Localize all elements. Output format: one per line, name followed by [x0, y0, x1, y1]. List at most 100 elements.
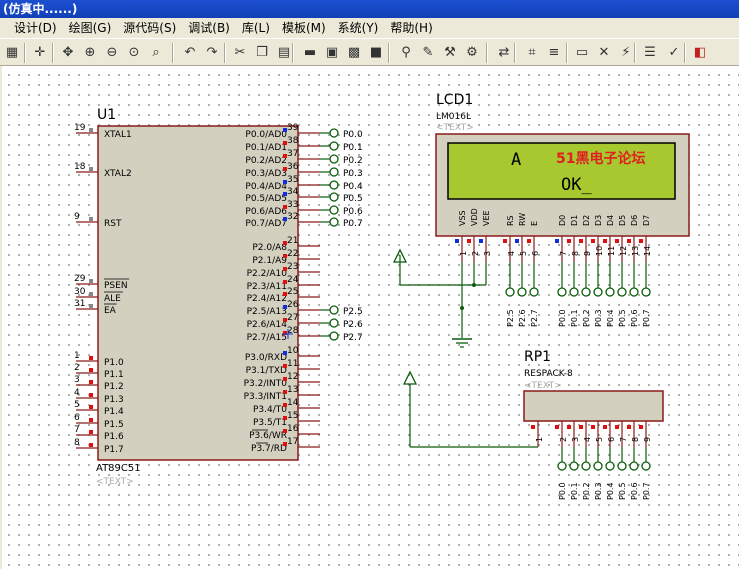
copy-icon[interactable]: ❐	[256, 45, 268, 60]
undo-icon[interactable]: ↶	[184, 45, 196, 60]
u1-pin-num: 13	[287, 385, 298, 395]
menu-item-2[interactable]: 源代码(S)	[123, 21, 177, 35]
u1-pin-state	[283, 128, 287, 132]
u1-pin-name: P3.5/T1	[253, 418, 287, 428]
lcd-pin-state	[627, 239, 631, 243]
zoom-all-icon[interactable]: ⊙	[128, 45, 140, 60]
cut-icon[interactable]: ✂	[234, 45, 246, 60]
u1-pin-state	[283, 280, 287, 284]
rp1-pin-state	[615, 425, 619, 429]
terminal-P2.6	[329, 318, 339, 328]
terminal-P2.5	[505, 287, 515, 297]
menu-bar: 设计(D) 绘图(G) 源代码(S) 调试(B) 库(L) 模板(M) 系统(Y) 帮助(H)	[0, 18, 739, 38]
menu-item-5[interactable]: 模板(M)	[281, 21, 326, 35]
make-device-icon[interactable]: ✎	[422, 45, 434, 60]
lcd-pin-state	[503, 239, 507, 243]
zoom-in-icon[interactable]: ⊕	[84, 45, 96, 60]
grid-icon[interactable]: ▦	[5, 45, 19, 60]
menu-item-1[interactable]: 绘图(G)	[68, 21, 112, 35]
pick-device-icon[interactable]: ⚲	[401, 45, 411, 60]
lcd-pin-state	[527, 239, 531, 243]
u1-pin-state	[283, 180, 287, 184]
property-tool-icon[interactable]: ≡	[548, 45, 560, 60]
remove-sheet-icon[interactable]: ✕	[598, 45, 610, 60]
u1-pin-num: 27	[287, 313, 298, 323]
u1-pin-num: 23	[287, 262, 298, 272]
terminal-P2.7	[529, 287, 539, 297]
lcd-pin-num: 11	[607, 246, 616, 256]
wire-autorouter-icon[interactable]: ⇄	[498, 45, 510, 60]
menu-item-3[interactable]: 调试(B)	[188, 21, 230, 35]
lcd-pin-num: 13	[631, 246, 640, 256]
redo-icon[interactable]: ↷	[206, 45, 218, 60]
u1-pin-num: 37	[287, 149, 298, 159]
lcd-pin-state	[455, 239, 459, 243]
paste-icon[interactable]: ▤	[277, 45, 291, 60]
schematic-drawing: U1AT89C51<TEXT>19XTAL118XTAL29RST29PSEN3…	[74, 92, 690, 500]
menu-item-4[interactable]: 库(L)	[241, 21, 270, 35]
u1-pin-name: PSEN	[104, 281, 128, 291]
search-tag-icon[interactable]: ⌗	[528, 45, 536, 60]
terminal-label: P0.0	[558, 482, 567, 500]
lcd-pin-num: 9	[583, 251, 592, 256]
u1-pin-num: 26	[287, 300, 299, 310]
lcd-text: <TEXT>	[436, 123, 474, 133]
block-copy-icon[interactable]: ▬	[303, 45, 317, 60]
terminal-label: P0.5	[618, 309, 627, 327]
block-rotate-icon[interactable]: ▩	[347, 45, 361, 60]
block-move-icon[interactable]: ▣	[325, 45, 339, 60]
u1-pin-state	[89, 405, 93, 409]
package-tool-icon[interactable]: ⚒	[444, 45, 456, 60]
lcd-pin-name: RW	[518, 213, 527, 226]
u1-pin-num: 3	[74, 375, 80, 385]
menu-item-0[interactable]: 设计(D)	[14, 21, 57, 35]
pan-icon[interactable]: ✥	[62, 45, 74, 60]
new-sheet-icon[interactable]: ▭	[575, 45, 589, 60]
zoom-area-icon[interactable]: ⌕	[152, 45, 160, 60]
u1-pin-state	[283, 442, 287, 446]
terminal-P0.5	[617, 461, 627, 471]
u1-pin-name: P0.3/AD3	[245, 169, 287, 179]
menu-item-6[interactable]: 系统(Y)	[337, 21, 379, 35]
lcd-line2: OK_	[561, 175, 592, 195]
terminal-label: P0.4	[343, 182, 363, 192]
u1-pin-num: 14	[287, 398, 299, 408]
u1-pin-name: XTAL1	[104, 130, 132, 140]
rp1-part: RESPACK-8	[524, 369, 573, 379]
rp1-pin-num: 3	[571, 437, 580, 442]
terminal-P0.4	[329, 180, 339, 190]
lcd-pin-num: 1	[459, 251, 468, 256]
lcd-pin-name: D3	[594, 215, 603, 226]
u1-pin-name: P0.7/AD7	[245, 219, 287, 229]
u1-pin-num: 34	[287, 187, 299, 197]
terminal-P0.2	[581, 287, 591, 297]
u1-pin-state	[89, 356, 93, 360]
u1-pin-state	[89, 393, 93, 397]
u1-pin-name: P1.2	[104, 382, 124, 392]
zoom-out-icon[interactable]: ⊖	[106, 45, 118, 60]
lcd-pin-state	[639, 239, 643, 243]
menu-item-7[interactable]: 帮助(H)	[390, 21, 433, 35]
terminal-P0.6	[629, 461, 639, 471]
lcd-line1-char: A	[511, 150, 521, 170]
rp1-text: <TEXT>	[524, 381, 562, 391]
lcd-pin-num: 6	[531, 251, 540, 256]
terminal-P0.4	[605, 287, 615, 297]
erc-icon[interactable]: ✓	[668, 45, 680, 60]
block-delete-icon[interactable]: ■	[369, 45, 383, 60]
decompose-icon[interactable]: ⚙	[466, 45, 478, 60]
lcd-pin-name: VSS	[458, 210, 467, 226]
origin-icon[interactable]: ✛	[34, 45, 46, 60]
terminal-label: P0.3	[343, 169, 363, 179]
bom-icon[interactable]: ☰	[644, 45, 656, 60]
terminal-P0.2	[581, 461, 591, 471]
netlist-icon[interactable]: ⚡	[621, 45, 631, 60]
u1-pin-state	[283, 305, 287, 309]
lcd-ref: LCD1	[436, 92, 473, 108]
u1-pin-num: 15	[287, 411, 298, 421]
u1-pin-name: EA	[104, 306, 117, 316]
u1-pin-name: P0.6/AD6	[245, 207, 287, 217]
ares-icon[interactable]: ◧	[693, 45, 707, 60]
rp1-pin-state	[627, 425, 631, 429]
